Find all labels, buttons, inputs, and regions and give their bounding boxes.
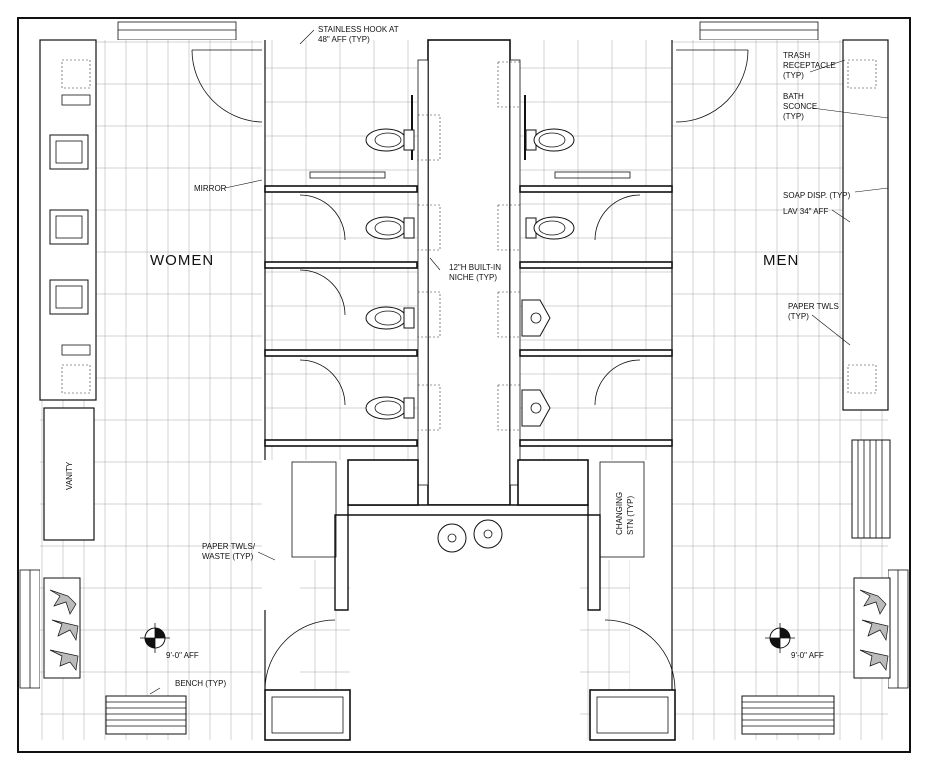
note-trash-2: RECEPTACLE [783, 61, 836, 70]
note-changing-2: STN (TYP) [626, 496, 635, 535]
note-trash-1: TRASH [783, 51, 810, 60]
note-soap: SOAP DISP. (TYP) [783, 191, 851, 200]
central-chase [334, 39, 601, 611]
note-paper-waste-2: WASTE (TYP) [202, 552, 254, 561]
niche-outlines [417, 61, 521, 431]
note-paper-twls-1: PAPER TWLS [788, 302, 839, 311]
note-mirror: MIRROR [194, 184, 227, 193]
bench-icon [105, 439, 891, 735]
plant-icon [43, 577, 891, 679]
note-women-ceiling: 9'-0" AFF [166, 651, 199, 660]
floor-drain-icon [437, 519, 503, 553]
women-stalls [191, 40, 418, 460]
toilet-icon [365, 128, 575, 420]
lower-rooms [264, 460, 676, 741]
note-bench: BENCH (TYP) [175, 679, 226, 688]
note-stainless-hook: STAINLESS HOOK AT [318, 25, 399, 34]
room-label-men: MEN [763, 252, 799, 269]
note-paper-twls-2: (TYP) [788, 312, 809, 321]
note-trash-3: (TYP) [783, 71, 804, 80]
note-sconce-2: SCONCE [783, 102, 817, 111]
room-label-women: WOMEN [150, 252, 214, 269]
stall-partition [264, 185, 418, 447]
note-men-ceiling: 9'-0" AFF [791, 651, 824, 660]
men-vanity-counter [842, 39, 889, 411]
leader-lines [149, 29, 889, 695]
note-sconce-3: (TYP) [783, 112, 804, 121]
note-changing-1: CHANGING [615, 492, 624, 535]
note-sconce-1: BATH [783, 92, 804, 101]
note-paper-waste-1: PAPER TWLS/ [202, 542, 256, 551]
ceiling-height-symbol [140, 623, 795, 653]
note-niche-2: NICHE (TYP) [449, 273, 497, 282]
urinal-icon [521, 299, 551, 427]
note-niche: 12"H BUILT-IN [449, 263, 501, 272]
note-vanity: VANITY [65, 461, 74, 490]
note-lav: LAV 34" AFF [783, 207, 828, 216]
men-stalls [519, 40, 749, 460]
note-stainless-hook-2: 48" AFF (TYP) [318, 35, 370, 44]
